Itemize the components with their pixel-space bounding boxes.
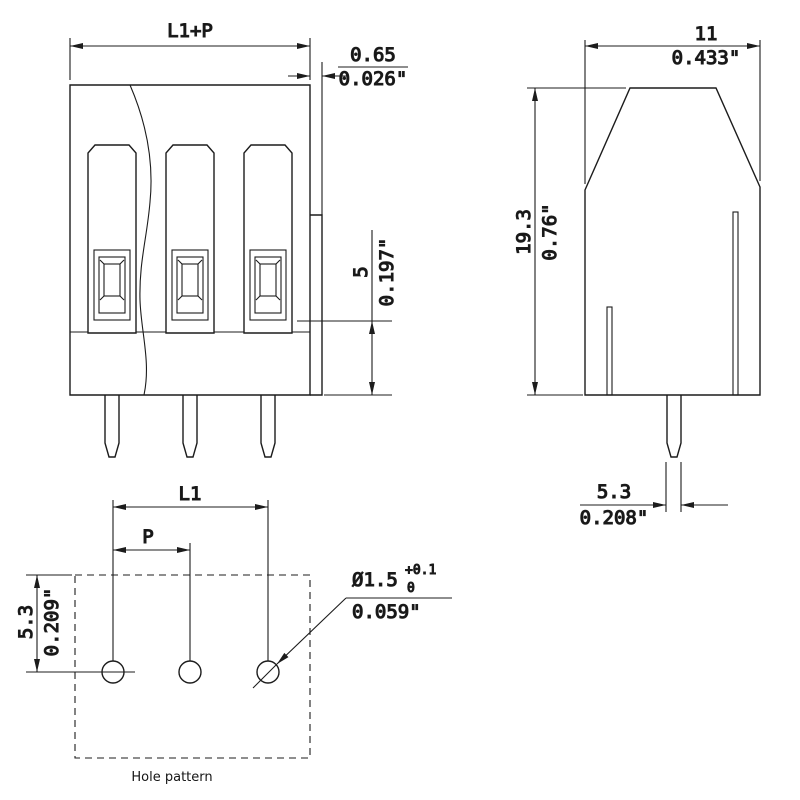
solder-pin-3 [260,394,276,458]
hole-pattern-caption: Hole pattern [131,770,212,785]
hole-pattern-view: L1 P 5.3 0.209" Ø1.5 +0.1 0 0.059" [14,482,452,785]
dim-p-label: P [142,526,153,548]
dim-l1-label: L1 [179,483,202,505]
mounting-hole-3 [256,660,280,684]
hole-tol-upper-label: +0.1 [405,563,436,578]
dim-edge-in-label: 0.209" [41,588,63,657]
dim-depth-mm-label: 11 [695,23,718,45]
dim-front-height-mm-label: 5 [350,266,372,277]
hole-diameter-callout: Ø1.5 +0.1 0 0.059" [252,562,452,689]
side-solder-pin [666,394,682,458]
dim-offset-in-label: 0.026" [339,68,408,90]
break-line [129,84,152,396]
hole-tol-lower-label: 0 [407,581,415,596]
hole-dia-in-label: 0.059" [352,601,421,623]
side-slot-short [606,306,613,396]
hole-pattern-boundary [74,574,311,759]
clamp-lever-2 [165,144,215,334]
dim-offset-065: 0.65 0.026" [288,43,408,215]
dim-body-height-193: 19.3 0.76" [512,87,626,396]
dim-offset-mm-label: 0.65 [350,44,396,66]
clamp-lever-3 [243,144,293,334]
dim-p: P [113,525,191,661]
front-body-outline [69,84,311,396]
dim-body-height-mm-label: 19.3 [513,209,535,255]
side-body-outline [584,87,761,396]
dim-front-height-in-label: 0.197" [376,238,398,307]
clamp-lever-1 [87,144,137,334]
dim-l1p-label: L1+P [167,20,213,42]
front-view: L1+P 0.65 0.026" 5 0.197" [69,19,408,458]
dim-depth-in-label: 0.433" [672,47,741,69]
solder-pin-1 [104,394,120,458]
hole-dia-mm-label: Ø1.5 [352,569,398,591]
dim-pin-length-53: 5.3 0.208" [579,462,728,530]
dim-l1-plus-p: L1+P [69,19,311,80]
front-flange [310,214,323,396]
mounting-hole-2 [178,660,202,684]
dim-pin-in-label: 0.208" [580,507,649,529]
side-slot-long [732,211,739,396]
dim-body-height-in-label: 0.76" [539,203,561,260]
dim-edge-53: 5.3 0.209" [14,574,72,672]
dim-depth-11: 11 0.433" [584,22,761,184]
dim-pin-mm-label: 5.3 [597,481,631,503]
dim-edge-mm-label: 5.3 [15,605,37,639]
dim-front-height-5: 5 0.197" [297,230,399,396]
side-view: 11 0.433" 19.3 0.76" 5.3 0.208" [512,22,761,530]
dim-l1: L1 [112,482,269,661]
solder-pin-2 [182,394,198,458]
